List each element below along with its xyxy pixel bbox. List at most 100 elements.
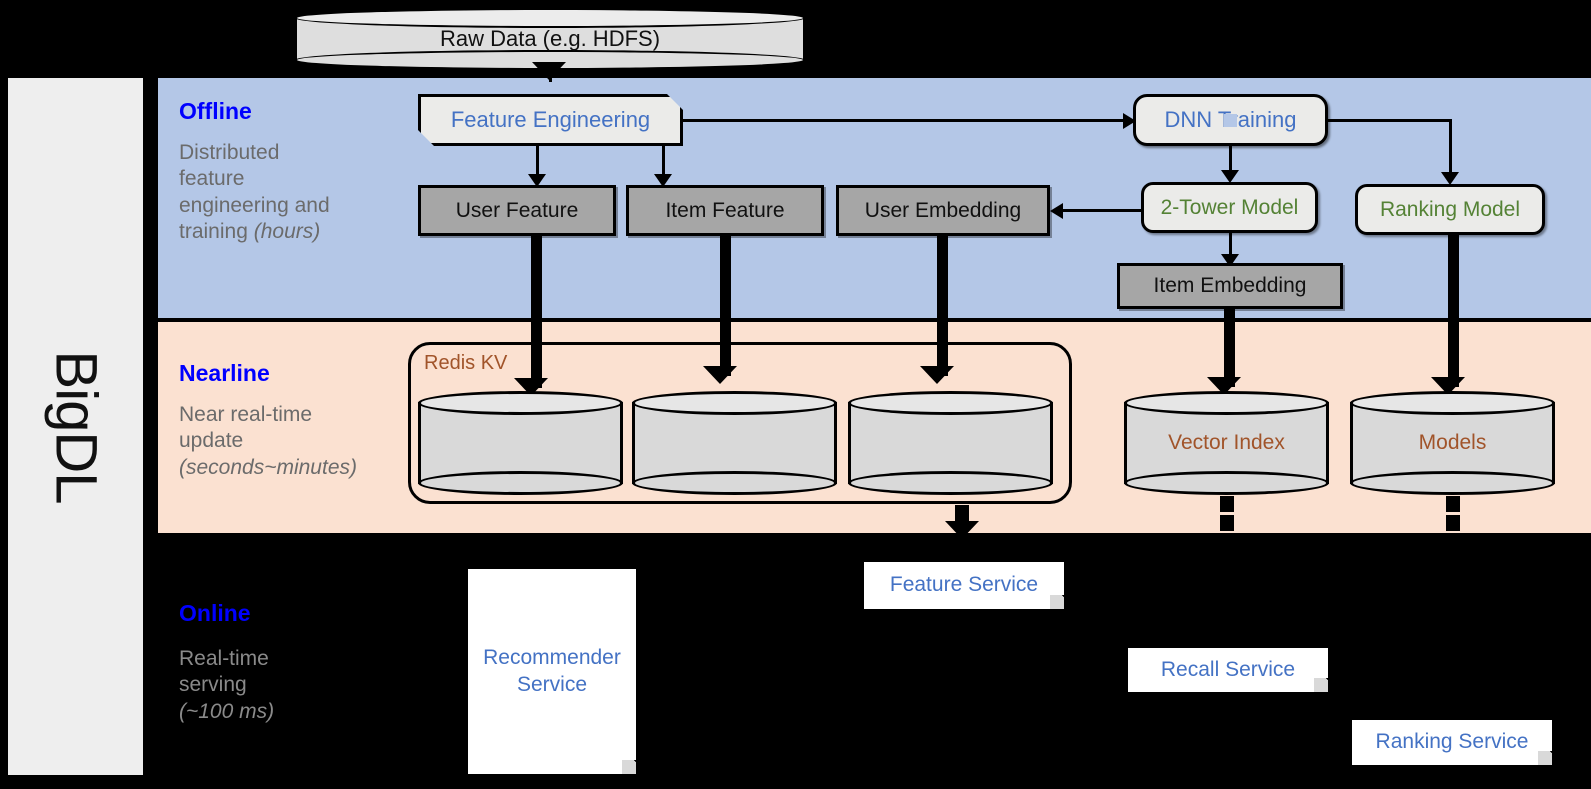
cylinder-user-embedding-store[interactable] bbox=[848, 391, 1053, 495]
cylinder-bottom-ellipse bbox=[1350, 471, 1555, 495]
node-item-feature[interactable]: Item Feature bbox=[626, 185, 824, 236]
arrowhead-itemfeature-redis bbox=[703, 366, 737, 384]
arrowhead-fe-itemfeature bbox=[654, 174, 672, 187]
cylinder-user-feature-store[interactable] bbox=[418, 391, 623, 495]
note-recommender-service[interactable]: Recommender Service bbox=[468, 569, 636, 774]
stub-vector-index-2 bbox=[1220, 515, 1234, 531]
cylinder-bottom-ellipse bbox=[848, 471, 1053, 495]
nearline-subtitle-line-3: (seconds~minutes) bbox=[179, 455, 357, 479]
raw-data-cylinder: Raw Data (e.g. HDFS) bbox=[295, 8, 805, 70]
connector-dnn-ranking-v bbox=[1449, 119, 1452, 175]
arrowhead-twotower-userembedding bbox=[1050, 203, 1063, 219]
offline-subtitle-line-2: feature bbox=[179, 167, 245, 191]
redis-kv-container bbox=[408, 342, 1072, 504]
connector-fe-userfeature bbox=[536, 146, 539, 178]
page-fold-icon bbox=[1538, 751, 1552, 765]
offline-subtitle-line-4-italic: (hours) bbox=[253, 219, 321, 243]
cylinder-top-ellipse bbox=[632, 391, 837, 415]
connector-fe-itemfeature bbox=[662, 146, 665, 178]
page-fold-icon bbox=[1050, 595, 1064, 609]
node-feature-engineering[interactable]: Feature Engineering bbox=[418, 94, 683, 146]
offline-subtitle-line-4-plain: training bbox=[179, 219, 254, 243]
cylinder-top-ellipse bbox=[1350, 391, 1555, 415]
cylinder-vector-index[interactable]: Vector Index bbox=[1124, 391, 1329, 495]
pipe-itemembedding-vectorindex bbox=[1224, 309, 1235, 387]
note-feature-service[interactable]: Feature Service bbox=[864, 562, 1064, 609]
node-dnn-training-label: DNN Training bbox=[1164, 106, 1297, 132]
offline-subtitle-line-1: Distributed bbox=[179, 141, 280, 164]
connector-dnn-twotower bbox=[1229, 146, 1232, 174]
cylinder-item-feature-store-label bbox=[632, 391, 837, 495]
connector-twotower-userembedding bbox=[1063, 209, 1141, 212]
node-two-tower-model[interactable]: 2-Tower Model bbox=[1141, 182, 1318, 233]
node-ranking-model-label: Ranking Model bbox=[1379, 197, 1521, 221]
nearline-subtitle: Near real-time update (seconds~minutes) bbox=[179, 402, 409, 481]
cylinder-top-ellipse bbox=[1124, 391, 1329, 415]
arrowhead-rawdata-fe bbox=[532, 62, 566, 80]
note-ranking-service[interactable]: Ranking Service bbox=[1352, 720, 1552, 765]
stub-vector-index-1 bbox=[1220, 496, 1234, 512]
online-title: Online bbox=[179, 600, 251, 626]
cylinder-item-feature-store[interactable] bbox=[632, 391, 837, 495]
node-dnn-training[interactable]: DNN Training bbox=[1133, 94, 1328, 146]
offline-title: Offline bbox=[179, 98, 252, 124]
cylinder-models[interactable]: Models bbox=[1350, 391, 1555, 495]
page-fold-icon bbox=[622, 760, 636, 774]
pipe-userfeature-redis bbox=[531, 236, 542, 388]
online-subtitle: Real-time serving (~100 ms) bbox=[179, 646, 409, 725]
bigdl-label: BigDL bbox=[43, 350, 108, 503]
note-feature-service-label: Feature Service bbox=[889, 573, 1039, 597]
online-subtitle-line-2: serving bbox=[179, 673, 247, 697]
raw-data-label: Raw Data (e.g. HDFS) bbox=[439, 26, 661, 51]
cylinder-models-label: Models bbox=[1418, 431, 1487, 454]
pipe-rankingmodel-models bbox=[1448, 235, 1459, 387]
note-ranking-service-label: Ranking Service bbox=[1375, 730, 1529, 754]
node-ranking-model[interactable]: Ranking Model bbox=[1355, 184, 1545, 235]
nearline-subtitle-line-1: Near real-time bbox=[179, 403, 313, 426]
stub-models-2 bbox=[1446, 515, 1460, 531]
node-item-embedding-label: Item Embedding bbox=[1153, 274, 1307, 298]
cylinder-top-ellipse bbox=[848, 391, 1053, 415]
cylinder-bottom-ellipse bbox=[632, 471, 837, 495]
nearline-subtitle-line-2: update bbox=[179, 429, 244, 453]
connector-fe-dnn bbox=[683, 119, 1128, 122]
cylinder-bottom-ellipse bbox=[1124, 471, 1329, 495]
online-subtitle-line-1: Real-time bbox=[179, 647, 269, 670]
arrowhead-dnn-ranking bbox=[1441, 172, 1459, 185]
arrowhead-userembedding-redis bbox=[920, 366, 954, 384]
stub-feature-service bbox=[955, 505, 969, 521]
offline-subtitle-line-4: training (hours) bbox=[179, 219, 379, 245]
node-item-feature-label: Item Feature bbox=[665, 198, 785, 222]
cylinder-bottom-ellipse bbox=[418, 471, 623, 495]
offline-subtitle: Distributed feature engineering and trai… bbox=[179, 140, 379, 245]
cylinder-vector-index-label: Vector Index bbox=[1168, 431, 1285, 454]
note-recall-service[interactable]: Recall Service bbox=[1128, 648, 1328, 692]
arrowhead-dnn-twotower bbox=[1221, 170, 1239, 183]
pipe-userembedding-redis bbox=[937, 236, 948, 376]
node-user-embedding[interactable]: User Embedding bbox=[836, 185, 1050, 236]
cylinder-top-ellipse bbox=[295, 8, 805, 28]
node-user-feature-label: User Feature bbox=[455, 198, 579, 222]
offline-subtitle-line-3: engineering and bbox=[179, 193, 330, 217]
connector-twotower-itemembedding bbox=[1229, 233, 1232, 258]
online-subtitle-line-3: (~100 ms) bbox=[179, 699, 275, 723]
nearline-title: Nearline bbox=[179, 360, 270, 386]
note-recommender-service-label: Recommender Service bbox=[483, 646, 621, 696]
pipe-itemfeature-redis bbox=[720, 236, 731, 376]
bigdl-sidebar: BigDL bbox=[8, 78, 143, 775]
arrowhead-fe-userfeature bbox=[528, 174, 546, 187]
page-fold-icon bbox=[1314, 678, 1328, 692]
node-user-feature[interactable]: User Feature bbox=[418, 185, 616, 236]
cylinder-user-embedding-store-label bbox=[848, 391, 1053, 495]
connector-dnn-ranking-h bbox=[1326, 119, 1452, 122]
note-recall-service-label: Recall Service bbox=[1160, 657, 1296, 681]
node-two-tower-model-label: 2-Tower Model bbox=[1160, 195, 1299, 219]
stub-models-1 bbox=[1446, 496, 1460, 512]
node-user-embedding-label: User Embedding bbox=[864, 198, 1022, 222]
redis-kv-label: Redis KV bbox=[424, 352, 508, 374]
cylinder-user-feature-store-label bbox=[418, 391, 623, 495]
node-item-embedding[interactable]: Item Embedding bbox=[1117, 263, 1343, 309]
arrowhead-fe-dnn bbox=[1123, 113, 1136, 129]
arrowhead-feature-service bbox=[945, 521, 979, 539]
